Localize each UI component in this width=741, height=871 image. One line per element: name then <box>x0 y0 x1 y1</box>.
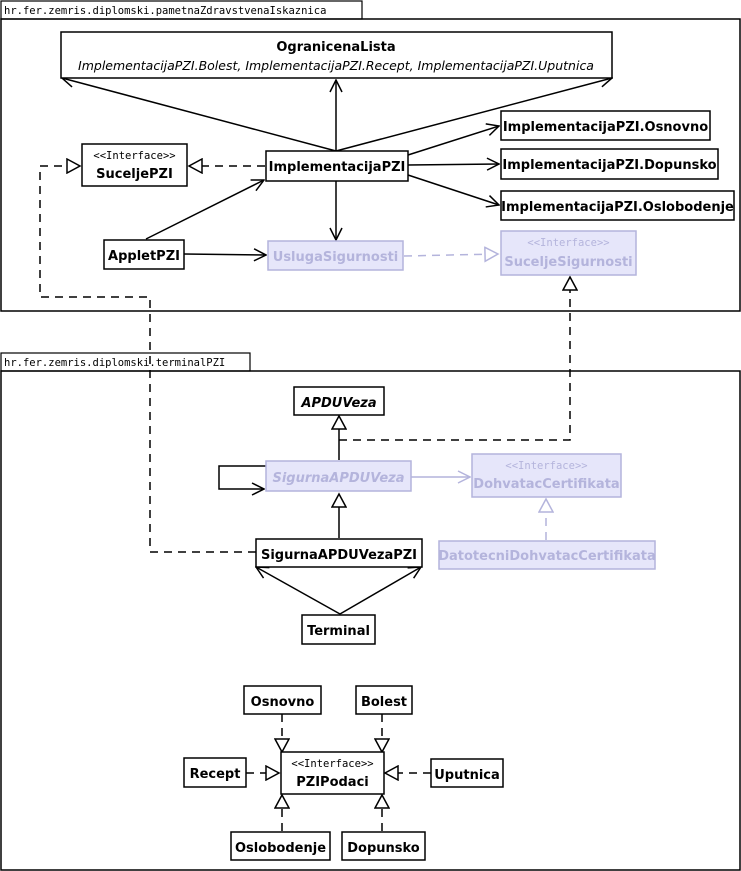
edge-applet-to-usluga <box>183 254 266 255</box>
class-osnovno[interactable]: Osnovno <box>243 685 322 715</box>
class-sigurna-apdu-veza[interactable]: SigurnaAPDUVeza <box>265 460 412 492</box>
class-dopunsko[interactable]: Dopunsko <box>341 831 426 861</box>
class-impl-oslobodenje[interactable]: ImplementacijaPZI.Oslobodenje <box>500 190 735 221</box>
edge-applet-to-impl <box>145 180 264 240</box>
class-terminal[interactable]: Terminal <box>301 614 376 645</box>
class-sucelje-pzi[interactable]: <<Interface>> SuceljePZI <box>81 143 188 187</box>
package-top: hr.fer.zemris.diplomski.pametnaZdravstve… <box>0 0 741 312</box>
class-oslobodenje[interactable]: Oslobodenje <box>230 831 331 861</box>
edge-impl-to-dopunsko <box>407 164 499 165</box>
class-name: APDUVeza <box>300 396 376 411</box>
class-name: AppletPZI <box>108 249 180 264</box>
class-name: Bolest <box>361 695 407 710</box>
class-name: Terminal <box>307 624 370 639</box>
class-uputnica[interactable]: Uputnica <box>430 758 504 788</box>
class-sigurna-apdu-veza-pzi[interactable]: SigurnaAPDUVezaPZI <box>255 538 423 568</box>
class-name: OgranicenaLista <box>276 40 395 55</box>
stereotype-label: <<Interface>> <box>93 150 175 162</box>
class-name: Oslobodenje <box>235 841 326 856</box>
class-datotecni-dohvatac[interactable]: DatotecniDohvatacCertifikata <box>438 540 656 570</box>
edge-pzi-veza-realizes-sucelje-pzi <box>39 166 256 553</box>
edges-bottom <box>218 277 570 831</box>
class-ogranicena-lista[interactable]: OgranicenaLista ImplementacijaPZI.Bolest… <box>60 31 613 79</box>
class-sucelje-sigurnosti[interactable]: <<Interface>> SuceljeSigurnosti <box>500 230 637 276</box>
class-name: SigurnaAPDUVeza <box>272 471 404 486</box>
class-name: DatotecniDohvatacCertifikata <box>438 549 656 564</box>
class-name: SuceljeSigurnosti <box>504 255 632 270</box>
edge-apdu-realizes-sucelje-sigurnosti <box>339 277 570 441</box>
class-dohvatac-certifikata[interactable]: <<Interface>> DohvatacCertifikata <box>471 453 622 498</box>
class-impl-dopunsko[interactable]: ImplementacijaPZI.Dopunsko <box>500 148 719 180</box>
class-implementacija-pzi[interactable]: ImplementacijaPZI <box>265 150 409 182</box>
edge-impl-to-oslobodenje <box>407 174 499 205</box>
edges-top <box>39 78 612 553</box>
class-name: SuceljePZI <box>96 167 173 182</box>
edge-usluga-realizes-sucelje-sigurnosti <box>403 254 498 256</box>
class-name: Osnovno <box>251 695 315 710</box>
edge-impl-to-osnovno <box>407 126 499 156</box>
class-applet-pzi[interactable]: AppletPZI <box>103 239 185 270</box>
class-bolest[interactable]: Bolest <box>355 685 413 715</box>
class-name: ImplementacijaPZI.Oslobodenje <box>501 200 734 215</box>
package-bottom: hr.fer.zemris.diplomski.terminalPZI <box>0 352 741 871</box>
package-top-name: hr.fer.zemris.diplomski.pametnaZdravstve… <box>4 5 326 17</box>
class-name: ImplementacijaPZI.Dopunsko <box>502 158 716 173</box>
class-name: PZIPodaci <box>296 775 369 790</box>
class-recept[interactable]: Recept <box>183 757 247 788</box>
stereotype-label: <<Interface>> <box>527 237 609 249</box>
class-params: ImplementacijaPZI.Bolest, Implementacija… <box>78 58 594 73</box>
edge-sigurna-self <box>218 465 266 489</box>
class-name: Uputnica <box>434 768 500 783</box>
package-bottom-name: hr.fer.zemris.diplomski.terminalPZI <box>4 357 225 369</box>
class-apdu-veza[interactable]: APDUVeza <box>293 386 385 416</box>
class-impl-osnovno[interactable]: ImplementacijaPZI.Osnovno <box>500 110 711 141</box>
stereotype-label: <<Interface>> <box>291 758 373 770</box>
class-name: UslugaSigurnosti <box>273 250 398 265</box>
class-name: SigurnaAPDUVezaPZI <box>261 548 417 563</box>
edge-impl-to-lista-left <box>62 78 337 152</box>
class-usluga-sigurnosti[interactable]: UslugaSigurnosti <box>267 240 404 271</box>
class-name: Dopunsko <box>347 841 420 856</box>
class-name: ImplementacijaPZI <box>269 160 406 175</box>
stereotype-label: <<Interface>> <box>505 460 587 472</box>
class-name: ImplementacijaPZI.Osnovno <box>503 120 708 135</box>
edge-terminal-to-pzi-veza-right <box>339 567 421 615</box>
class-pzi-podaci[interactable]: <<Interface>> PZIPodaci <box>280 751 385 795</box>
edge-impl-to-lista-right <box>335 78 612 152</box>
class-name: DohvatacCertifikata <box>473 477 619 492</box>
edge-terminal-to-pzi-veza-left <box>256 567 341 615</box>
class-name: Recept <box>190 767 241 782</box>
